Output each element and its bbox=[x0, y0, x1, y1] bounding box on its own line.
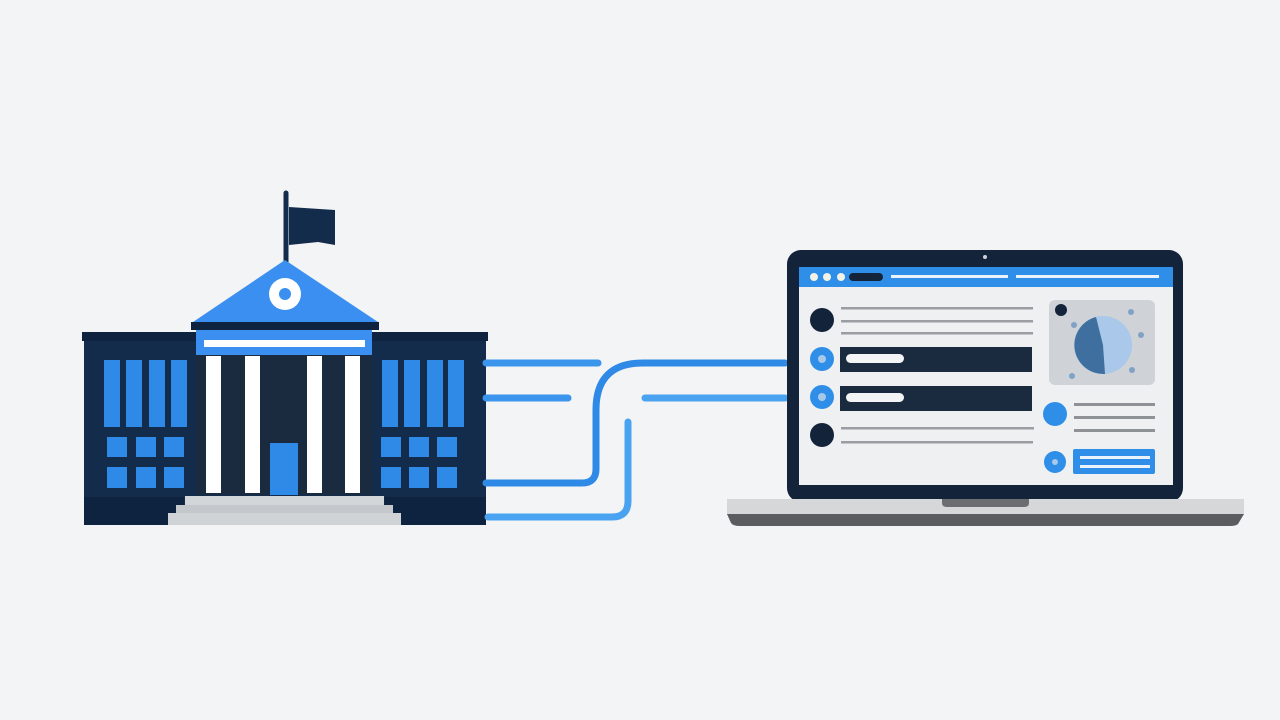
step bbox=[168, 513, 401, 525]
list-avatar bbox=[810, 423, 834, 447]
window bbox=[126, 360, 142, 427]
entablature-stripe bbox=[204, 340, 365, 347]
window bbox=[381, 467, 401, 488]
window bbox=[171, 360, 187, 427]
laptop-dashboard-icon bbox=[727, 250, 1244, 526]
window bbox=[136, 467, 156, 488]
window bbox=[107, 467, 127, 488]
right-wing-windows bbox=[381, 360, 464, 488]
list-bar-pill bbox=[846, 393, 904, 402]
list-icon-center bbox=[818, 393, 826, 401]
door bbox=[270, 443, 298, 495]
government-building-icon bbox=[82, 190, 488, 525]
pediment-base bbox=[191, 322, 379, 330]
column bbox=[307, 356, 322, 493]
text-line bbox=[1074, 416, 1155, 419]
window bbox=[107, 437, 127, 457]
text-line bbox=[841, 332, 1033, 335]
window bbox=[381, 437, 401, 457]
text-lines bbox=[1074, 403, 1155, 432]
connector-line bbox=[482, 359, 789, 487]
window-dot-icon bbox=[823, 273, 831, 281]
window bbox=[404, 360, 420, 427]
right-base bbox=[385, 497, 486, 525]
address-pill bbox=[849, 273, 883, 281]
step bbox=[176, 505, 393, 513]
window bbox=[164, 467, 184, 488]
text-line bbox=[841, 427, 1034, 430]
window bbox=[427, 360, 443, 427]
list-icon-center bbox=[818, 355, 826, 363]
window bbox=[104, 360, 120, 427]
list-bar-pill bbox=[846, 354, 904, 363]
camera-icon bbox=[983, 255, 987, 259]
column bbox=[245, 356, 260, 493]
window-dot-icon bbox=[837, 273, 845, 281]
left-base bbox=[84, 497, 184, 525]
column bbox=[206, 356, 221, 493]
window bbox=[409, 467, 429, 488]
chart-dot bbox=[1071, 322, 1077, 328]
list-avatar bbox=[810, 308, 834, 332]
text-line bbox=[1074, 403, 1155, 406]
text-line bbox=[1074, 429, 1155, 432]
chart-dot bbox=[1055, 304, 1067, 316]
chart-dot bbox=[1129, 367, 1135, 373]
laptop-base-edge bbox=[727, 514, 1244, 526]
text-lines bbox=[841, 307, 1034, 444]
action-button bbox=[1073, 449, 1155, 474]
step bbox=[185, 496, 384, 505]
pie-slice bbox=[1074, 317, 1105, 375]
laptop-notch bbox=[942, 499, 1029, 507]
window bbox=[136, 437, 156, 457]
emblem-center bbox=[279, 288, 291, 300]
window bbox=[382, 360, 398, 427]
data-connection-lines bbox=[482, 359, 789, 521]
window bbox=[149, 360, 165, 427]
window bbox=[437, 437, 457, 457]
text-line bbox=[841, 307, 1033, 310]
window-dot-icon bbox=[810, 273, 818, 281]
connector-line bbox=[484, 418, 632, 521]
chart-dot bbox=[1138, 332, 1144, 338]
window bbox=[448, 360, 464, 427]
header-line bbox=[1016, 275, 1159, 278]
header-line bbox=[891, 275, 1008, 278]
button-line bbox=[1080, 456, 1150, 459]
text-line bbox=[841, 441, 1033, 444]
text-line bbox=[841, 320, 1033, 323]
button-line bbox=[1080, 465, 1150, 468]
columns bbox=[206, 356, 360, 493]
column bbox=[345, 356, 360, 493]
window bbox=[409, 437, 429, 457]
chart-dot bbox=[1069, 373, 1075, 379]
window bbox=[164, 437, 184, 457]
left-wing-windows bbox=[104, 360, 187, 488]
flag-icon bbox=[289, 207, 335, 245]
profile-icon bbox=[1043, 402, 1067, 426]
steps bbox=[168, 496, 401, 525]
action-icon-center bbox=[1052, 459, 1058, 465]
chart-dot bbox=[1128, 309, 1134, 315]
window bbox=[437, 467, 457, 488]
